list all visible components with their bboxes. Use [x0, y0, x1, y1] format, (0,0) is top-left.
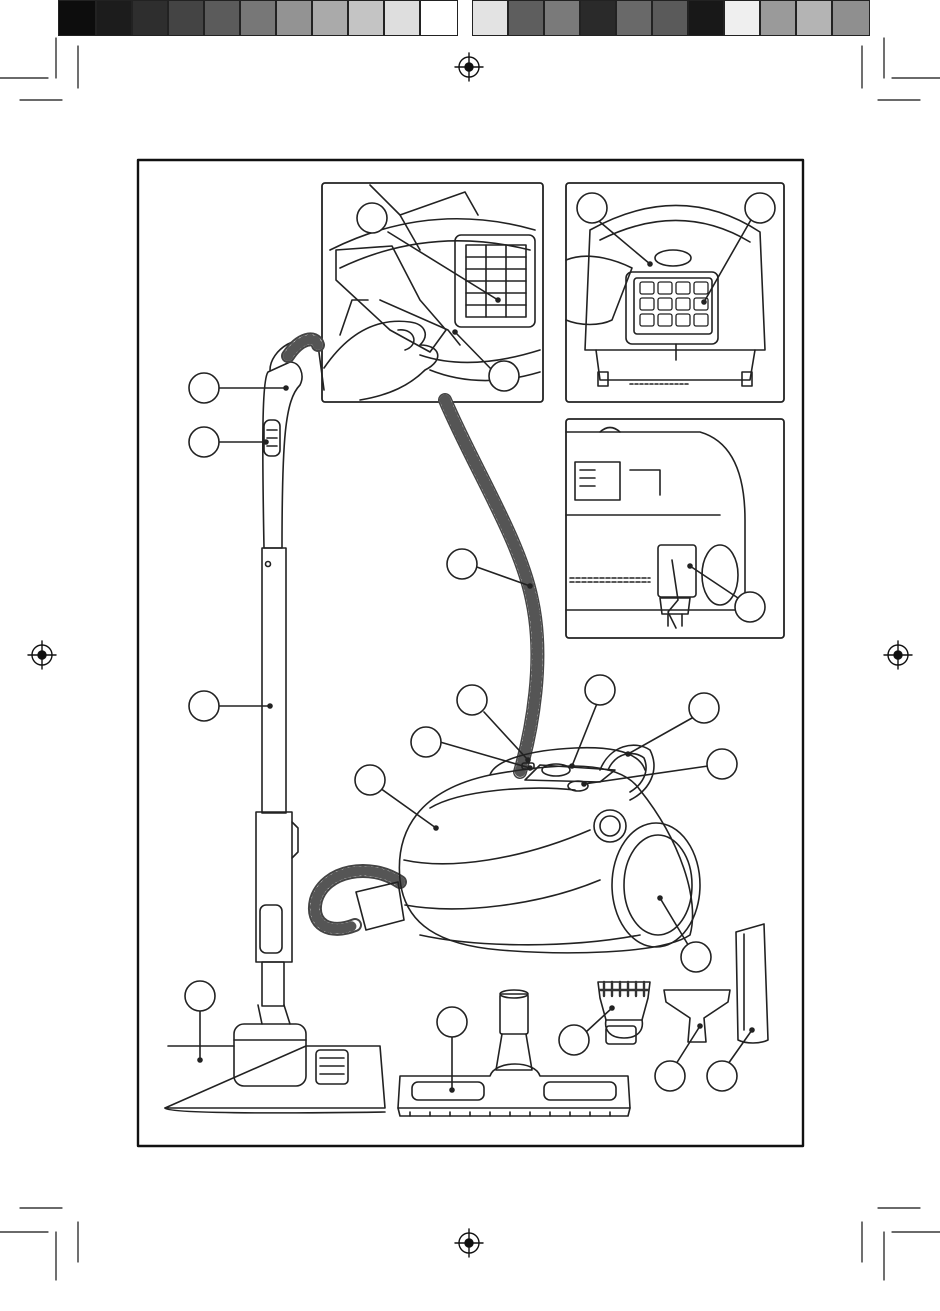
registration-mark-left	[28, 641, 56, 669]
registration-mark-top	[455, 53, 483, 81]
callout-suction-slider[interactable]	[189, 427, 219, 457]
callout-upholstery-nozzle[interactable]	[655, 1061, 685, 1091]
callout-dust-indicator[interactable]	[707, 749, 737, 779]
diagram-frame	[138, 160, 803, 1146]
crop-marks	[0, 38, 940, 1280]
callout-floor-brush[interactable]	[185, 981, 215, 1011]
callout-crevice-tool[interactable]	[707, 1061, 737, 1091]
callout-carry-handle[interactable]	[689, 693, 719, 723]
callout-cord-plug[interactable]	[735, 592, 765, 622]
callout-power-button[interactable]	[411, 727, 441, 757]
registration-mark-right	[884, 641, 912, 669]
callout-front-cover[interactable]	[355, 765, 385, 795]
callout-hepa-filter[interactable]	[745, 193, 775, 223]
crevice-tool	[736, 924, 768, 1043]
flexible-hose	[288, 339, 537, 930]
callout-dusting-brush[interactable]	[559, 1025, 589, 1055]
callout-wheel[interactable]	[681, 942, 711, 972]
callout-hose-inlet[interactable]	[457, 685, 487, 715]
callout-filter-grille[interactable]	[577, 193, 607, 223]
callout-dust-bag-holder[interactable]	[357, 203, 387, 233]
callout-power-regulator[interactable]	[585, 675, 615, 705]
upholstery-nozzle	[664, 990, 730, 1042]
callout-parquet-brush[interactable]	[437, 1007, 467, 1037]
parquet-brush	[398, 990, 630, 1116]
callout-handle[interactable]	[189, 373, 219, 403]
vacuum-body	[399, 745, 700, 953]
callout-telescopic-tube[interactable]	[189, 691, 219, 721]
callout-hose[interactable]	[447, 549, 477, 579]
callout-dust-bag[interactable]	[489, 361, 519, 391]
registration-mark-bottom	[455, 1229, 483, 1257]
